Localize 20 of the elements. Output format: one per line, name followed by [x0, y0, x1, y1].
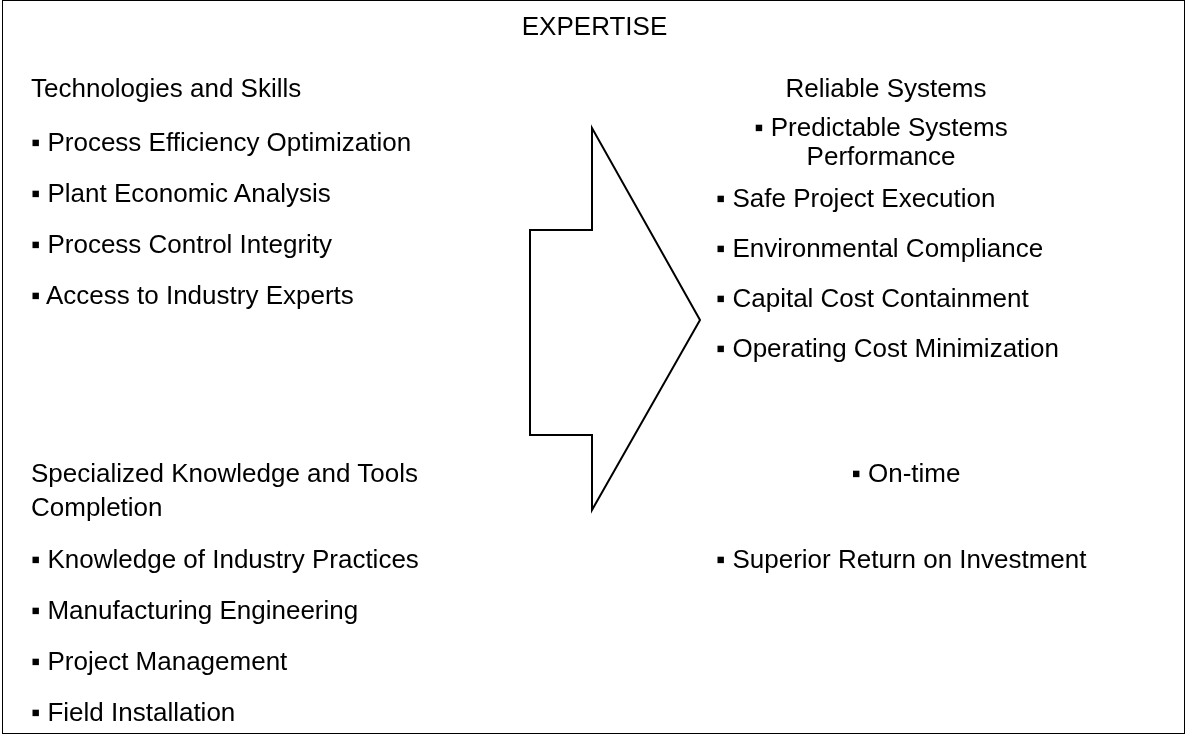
section-heading: Reliable Systems	[784, 72, 988, 105]
bullet-item: ▪ Field Installation	[31, 696, 236, 729]
bullet-item: ▪ Manufacturing Engineering	[31, 594, 359, 627]
bullet-item: ▪ Environmental Compliance	[716, 232, 1044, 265]
bullet-item: ▪ Plant Economic Analysis	[31, 177, 331, 210]
bullet-item: ▪ Superior Return on Investment	[716, 543, 1087, 576]
block-arrow	[529, 124, 702, 514]
bullet-item: ▪ Predictable Systems Performance	[753, 113, 1009, 171]
bullet-item: ▪ Access to Industry Experts	[31, 279, 354, 312]
bullet-item: ▪ On-time	[850, 457, 962, 490]
bullet-item: ▪ Knowledge of Industry Practices	[31, 543, 419, 576]
bullet-item: ▪ Safe Project Execution	[716, 182, 996, 215]
section-heading: Technologies and Skills	[31, 72, 302, 105]
bullet-item: ▪ Capital Cost Containment	[716, 282, 1029, 315]
bullet-item: ▪ Process Efficiency Optimization	[31, 126, 412, 159]
section-heading: Specialized Knowledge and Tools Completion	[31, 457, 419, 524]
bullet-item: ▪ Operating Cost Minimization	[716, 332, 1059, 365]
title: EXPERTISE	[520, 10, 669, 43]
bullet-item: ▪ Process Control Integrity	[31, 228, 333, 261]
bullet-item: ▪ Project Management	[31, 645, 288, 678]
